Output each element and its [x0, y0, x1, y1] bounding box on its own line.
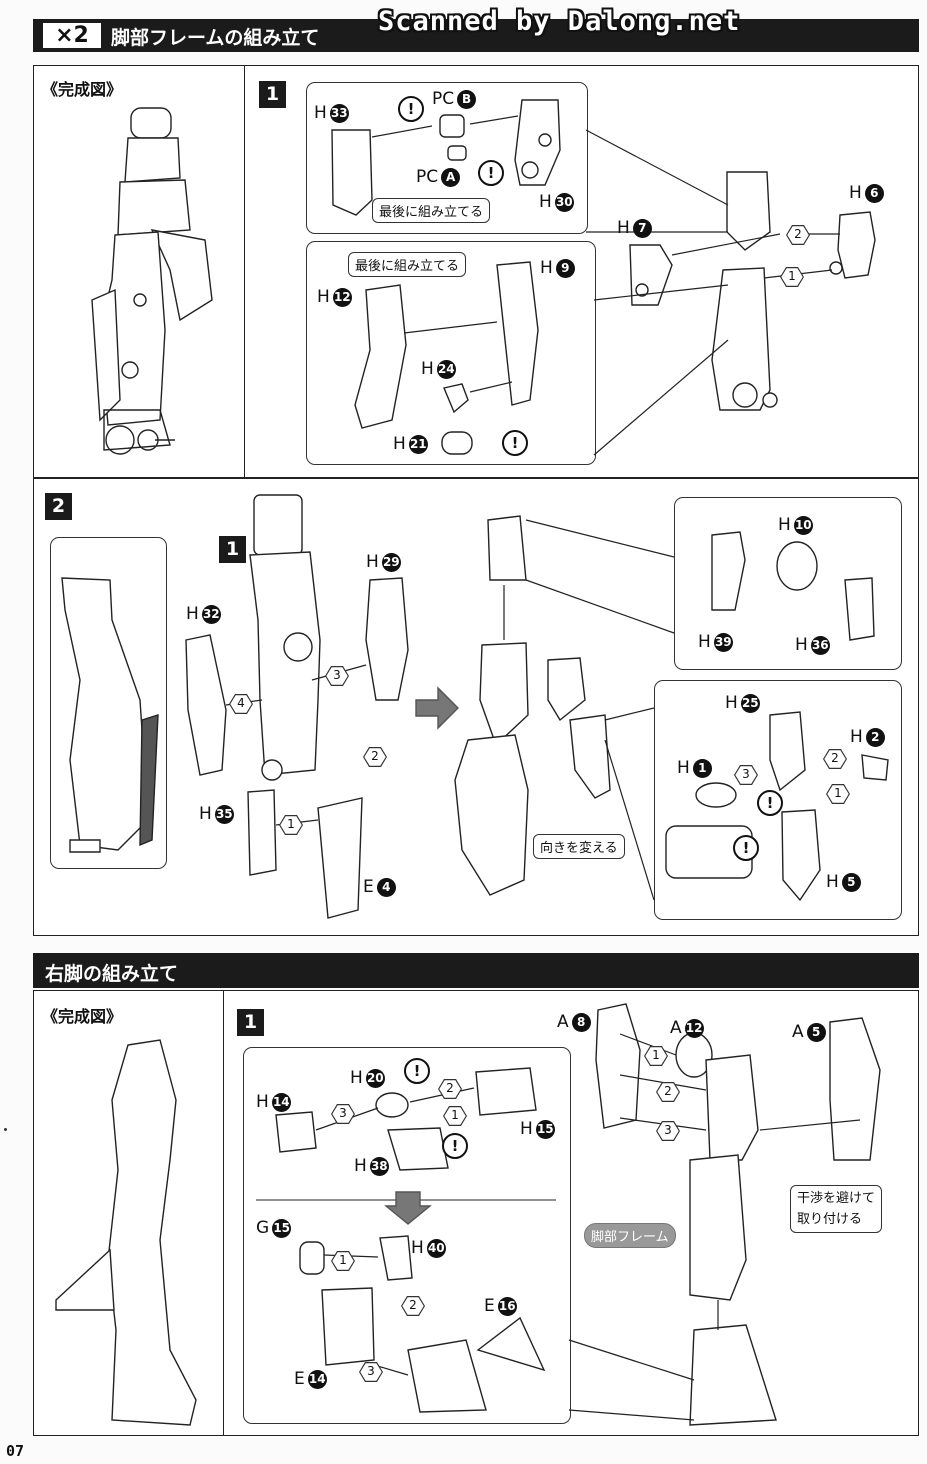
sequence-marker: 3: [656, 1121, 680, 1141]
sequence-marker: 2: [656, 1082, 680, 1102]
sequence-marker: 1: [279, 815, 303, 835]
leg-frame-drawing: [91, 107, 213, 455]
watermark: Scanned by Dalong.net: [378, 6, 741, 37]
warning-icon: !: [404, 1058, 430, 1084]
complete-view-label: 《完成図》: [42, 80, 123, 99]
sequence-marker: 3: [325, 666, 349, 686]
step-number: 1: [237, 1009, 264, 1036]
section-header-right-leg: 右脚の組み立て: [33, 953, 919, 988]
sequence-marker: 3: [331, 1104, 355, 1124]
sequence-marker: 2: [401, 1296, 425, 1316]
sequence-marker: 1: [443, 1106, 467, 1126]
sequence-marker: 1: [826, 784, 850, 804]
sequence-marker: 3: [359, 1362, 383, 1382]
note-change-direction: 向きを変える: [533, 834, 625, 859]
section-header-leg-frame: ×2 脚部フレームの組み立て: [33, 19, 919, 52]
note-avoid-interference: 干渉を避けて取り付ける: [790, 1185, 883, 1233]
warning-icon: !: [733, 835, 759, 861]
note-leg-frame: 脚部フレーム: [584, 1223, 676, 1248]
sequence-marker: 2: [823, 749, 847, 769]
step-number: 2: [45, 493, 72, 520]
note-assemble-last: 最後に組み立てる: [348, 252, 467, 277]
complete-view-label: 《完成図》: [42, 1007, 123, 1026]
subassembly-box-lower: [306, 241, 596, 465]
section-title: 脚部フレームの組み立て: [111, 27, 320, 49]
inner-step-number: 1: [219, 536, 246, 563]
warning-icon: !: [502, 430, 528, 456]
sequence-marker: 4: [229, 694, 253, 714]
sequence-marker: 2: [786, 225, 810, 245]
page-number: 07: [6, 1442, 25, 1460]
sequence-marker: 3: [734, 765, 758, 785]
warning-icon: !: [442, 1133, 468, 1159]
scan-dot: [4, 1128, 7, 1131]
sequence-marker: 2: [363, 747, 387, 767]
step-number: 1: [259, 81, 286, 108]
warning-icon: !: [757, 790, 783, 816]
sequence-marker: 1: [644, 1046, 668, 1066]
sequence-marker: 1: [780, 267, 804, 287]
sequence-marker: 2: [438, 1079, 462, 1099]
warning-icon: !: [478, 160, 504, 186]
sequence-marker: 1: [331, 1251, 355, 1271]
section-title: 右脚の組み立て: [45, 963, 179, 985]
quantity-badge: ×2: [43, 23, 101, 48]
warning-icon: !: [398, 96, 424, 122]
note-assemble-last: 最後に組み立てる: [372, 198, 491, 223]
